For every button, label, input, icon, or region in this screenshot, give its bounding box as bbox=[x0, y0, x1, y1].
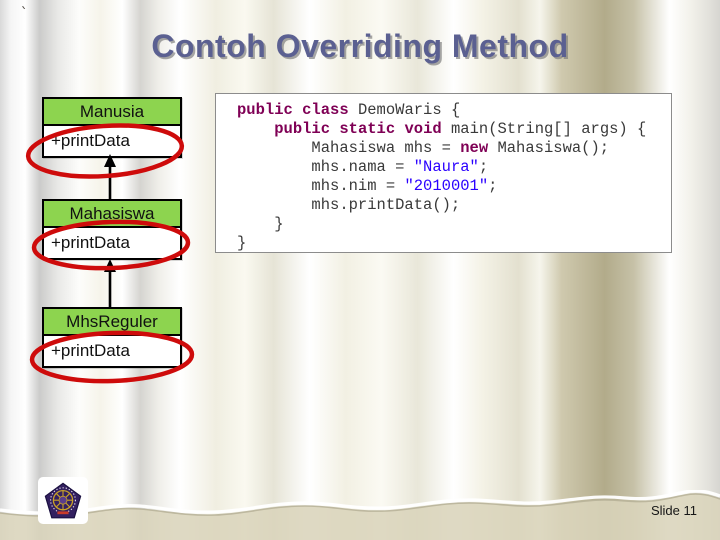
inheritance-arrow-icon bbox=[104, 259, 116, 307]
wave-line bbox=[0, 493, 720, 517]
class-method-row: +printData bbox=[44, 336, 180, 366]
footer-wave bbox=[0, 490, 720, 540]
code-line: } bbox=[237, 215, 284, 233]
class-method-row: +printData bbox=[44, 228, 180, 258]
university-pentagon-emblem-icon bbox=[44, 482, 82, 518]
class-box: MhsReguler+printData bbox=[42, 307, 182, 368]
class-box: Manusia+printData bbox=[42, 97, 182, 158]
code-line: Mahasiswa mhs = new Mahasiswa(); bbox=[237, 139, 610, 157]
slide-number: Slide 11 bbox=[650, 503, 697, 518]
class-name-header: Mahasiswa bbox=[44, 201, 180, 228]
code-line: public class DemoWaris { bbox=[237, 101, 461, 119]
code-line: public static void main(String[] args) { bbox=[274, 120, 647, 138]
university-logo bbox=[38, 477, 88, 524]
class-name-header: Manusia bbox=[44, 99, 180, 126]
wave-highlight bbox=[0, 490, 720, 515]
wave-fill bbox=[0, 493, 720, 540]
page-title: Contoh Overriding Method bbox=[151, 28, 569, 64]
code-line: } bbox=[237, 234, 247, 252]
class-name-header: MhsReguler bbox=[44, 309, 180, 336]
code-line: mhs.nim = "2010001"; bbox=[237, 177, 498, 195]
code-line: mhs.nama = "Naura"; bbox=[237, 158, 489, 176]
code-line: mhs.printData(); bbox=[237, 196, 461, 214]
code-panel: public class DemoWaris { public static v… bbox=[215, 93, 672, 253]
stray-mark: ` bbox=[20, 6, 29, 22]
class-method-row: +printData bbox=[44, 126, 180, 156]
class-box: Mahasiswa+printData bbox=[42, 199, 182, 260]
inheritance-arrow-icon bbox=[104, 154, 116, 199]
